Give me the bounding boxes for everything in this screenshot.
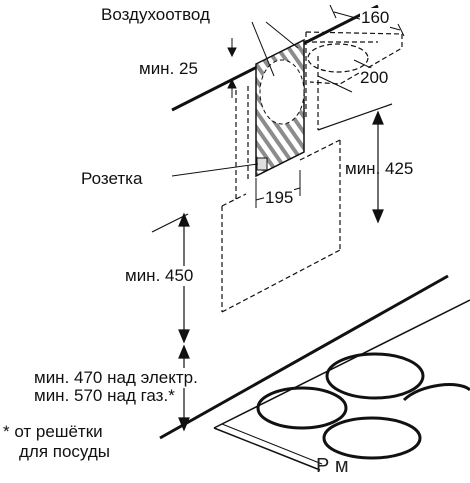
burner-1	[256, 386, 348, 430]
cooktop	[159, 274, 470, 471]
label-min-470: мин. 470 над электр.	[33, 368, 199, 388]
cabinet-underside-line	[151, 213, 189, 233]
dim-min25-lines	[227, 38, 237, 98]
ceiling-duct-outline	[305, 31, 403, 130]
burner-2	[325, 352, 425, 400]
wall-edges	[235, 86, 249, 200]
duct-opening	[259, 59, 305, 125]
burner-4	[402, 383, 470, 402]
label-socket: Розетка	[81, 169, 143, 188]
socket-icon	[256, 157, 268, 171]
watermark-text: Р м	[316, 455, 349, 477]
label-min-425: мин. 425	[345, 159, 414, 178]
dim-min470-lines	[178, 344, 190, 432]
label-min-450: мин. 450	[124, 266, 195, 286]
leader-lines	[171, 21, 299, 177]
burner-3	[322, 416, 422, 460]
label-air-duct: Воздухоотвод	[101, 5, 210, 24]
hood-outline	[221, 139, 341, 313]
label-dim-160: 160	[360, 8, 391, 28]
label-dim-200: 200	[359, 68, 390, 88]
dim-min425-lines	[372, 110, 384, 224]
label-min-25: мин. 25	[139, 59, 198, 78]
label-footnote-line1: * от решётки	[2, 422, 104, 442]
upper-shelf-line	[317, 103, 393, 131]
label-min-570: мин. 570 над газ.*	[33, 386, 176, 406]
label-dim-195: 195	[264, 188, 295, 208]
label-footnote-line2: для посуды	[18, 442, 112, 462]
